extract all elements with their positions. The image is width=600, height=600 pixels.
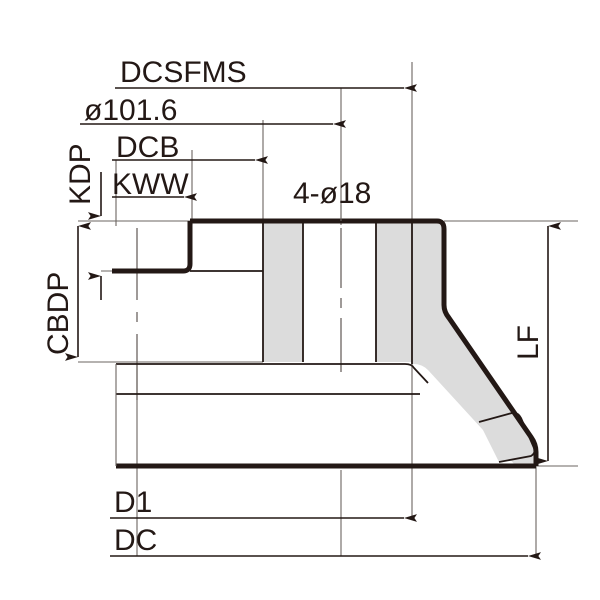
label-kdp: KDP (64, 143, 97, 205)
label-cbdp: CBDP (42, 272, 75, 355)
label-dcb: DCB (116, 131, 179, 164)
outline-bore-step (112, 221, 193, 274)
outline-top-face (190, 218, 447, 230)
dimension-lines (65, 84, 561, 560)
shaded-hub-right (376, 221, 412, 362)
label-dcsfms: DCSFMS (120, 56, 247, 89)
center-lines (136, 228, 342, 400)
edge-flange-top (116, 363, 429, 384)
shaded-cutter-arm (376, 221, 536, 466)
shaded-hub-left (263, 221, 303, 362)
part-inner-edges (116, 221, 536, 463)
label-dc: DC (114, 524, 157, 557)
label-d1: D1 (114, 486, 152, 519)
label-bore-diameter: ø101.6 (84, 94, 177, 127)
section-shading (263, 221, 536, 466)
label-kww: KWW (112, 168, 189, 201)
label-holes: 4-ø18 (293, 177, 371, 210)
label-lf: LF (512, 325, 545, 360)
edge-insert-pocket (478, 411, 536, 463)
